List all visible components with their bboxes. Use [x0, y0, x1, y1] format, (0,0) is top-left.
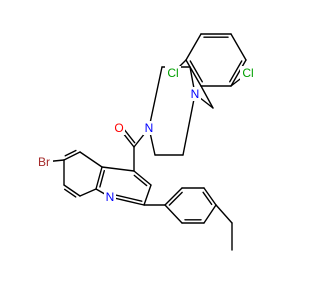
n-piperazine-right-label: N	[191, 87, 200, 101]
bond-layer	[43, 33, 249, 251]
n-piperazine-left-label: N	[145, 121, 154, 135]
double-bond-CO-O	[122, 127, 136, 144]
bond-R5-R6	[185, 59, 202, 87]
bond-Q4a-Q5	[79, 151, 103, 168]
o-carbonyl-label: O	[114, 121, 123, 135]
bond-Q8-Q8a	[79, 188, 97, 197]
bond-B2-N1	[182, 93, 196, 156]
double-bond-E1-E2	[168, 191, 183, 206]
atom-n-quinoline: N	[104, 190, 116, 204]
atom-cl-left: Cl	[165, 66, 181, 80]
bond-E4-ET1	[215, 204, 233, 224]
atom-o-carbonyl: O	[113, 121, 125, 135]
cl-right-label: Cl	[242, 66, 253, 80]
br-label: Br	[38, 155, 50, 169]
bond-R5-CH2	[200, 85, 214, 109]
bond-Q7-Q8	[63, 184, 81, 197]
atom-n-piperazine-right: N	[189, 87, 201, 101]
bond-Q5-Q6	[63, 151, 81, 161]
bond-Q3-Q2	[143, 184, 152, 206]
bond-E3-E4	[203, 187, 217, 206]
double-bond-Q5-Q6	[64, 149, 77, 157]
bond-Q8a-Q4a	[95, 166, 103, 190]
bond-R3-R4	[230, 59, 247, 87]
atom-label-layer: Cl Cl N N O Br N	[35, 66, 256, 204]
cl-left-label: Cl	[167, 66, 178, 80]
bond-E1-E2	[164, 187, 183, 206]
atom-n-piperazine-left: N	[143, 121, 155, 135]
n-quinoline-label: N	[106, 190, 115, 204]
bond-Q4a-Q4	[101, 166, 135, 172]
bond-A2-N2	[148, 66, 163, 129]
molecule-structure: Cl Cl N N O Br N	[35, 33, 256, 251]
atom-br: Br	[35, 155, 53, 169]
double-bond-R3-R4	[229, 60, 243, 83]
double-bond-Q2-QN	[112, 193, 143, 202]
double-bond-R5-R6	[189, 60, 203, 83]
double-bond-Q4-Q3	[133, 174, 148, 187]
bond-E6-E1	[164, 204, 183, 224]
atom-cl-right: Cl	[240, 66, 256, 80]
bond-R6-R1	[185, 33, 202, 61]
bond-E4-E5	[203, 204, 217, 224]
bond-Q4-Q3	[133, 170, 152, 186]
double-bond-E3-E4	[202, 191, 213, 206]
bond-R2-R3	[230, 33, 247, 61]
double-bond-Q8a-Q4a	[99, 170, 105, 188]
double-bond-Q7-Q8	[63, 188, 77, 198]
